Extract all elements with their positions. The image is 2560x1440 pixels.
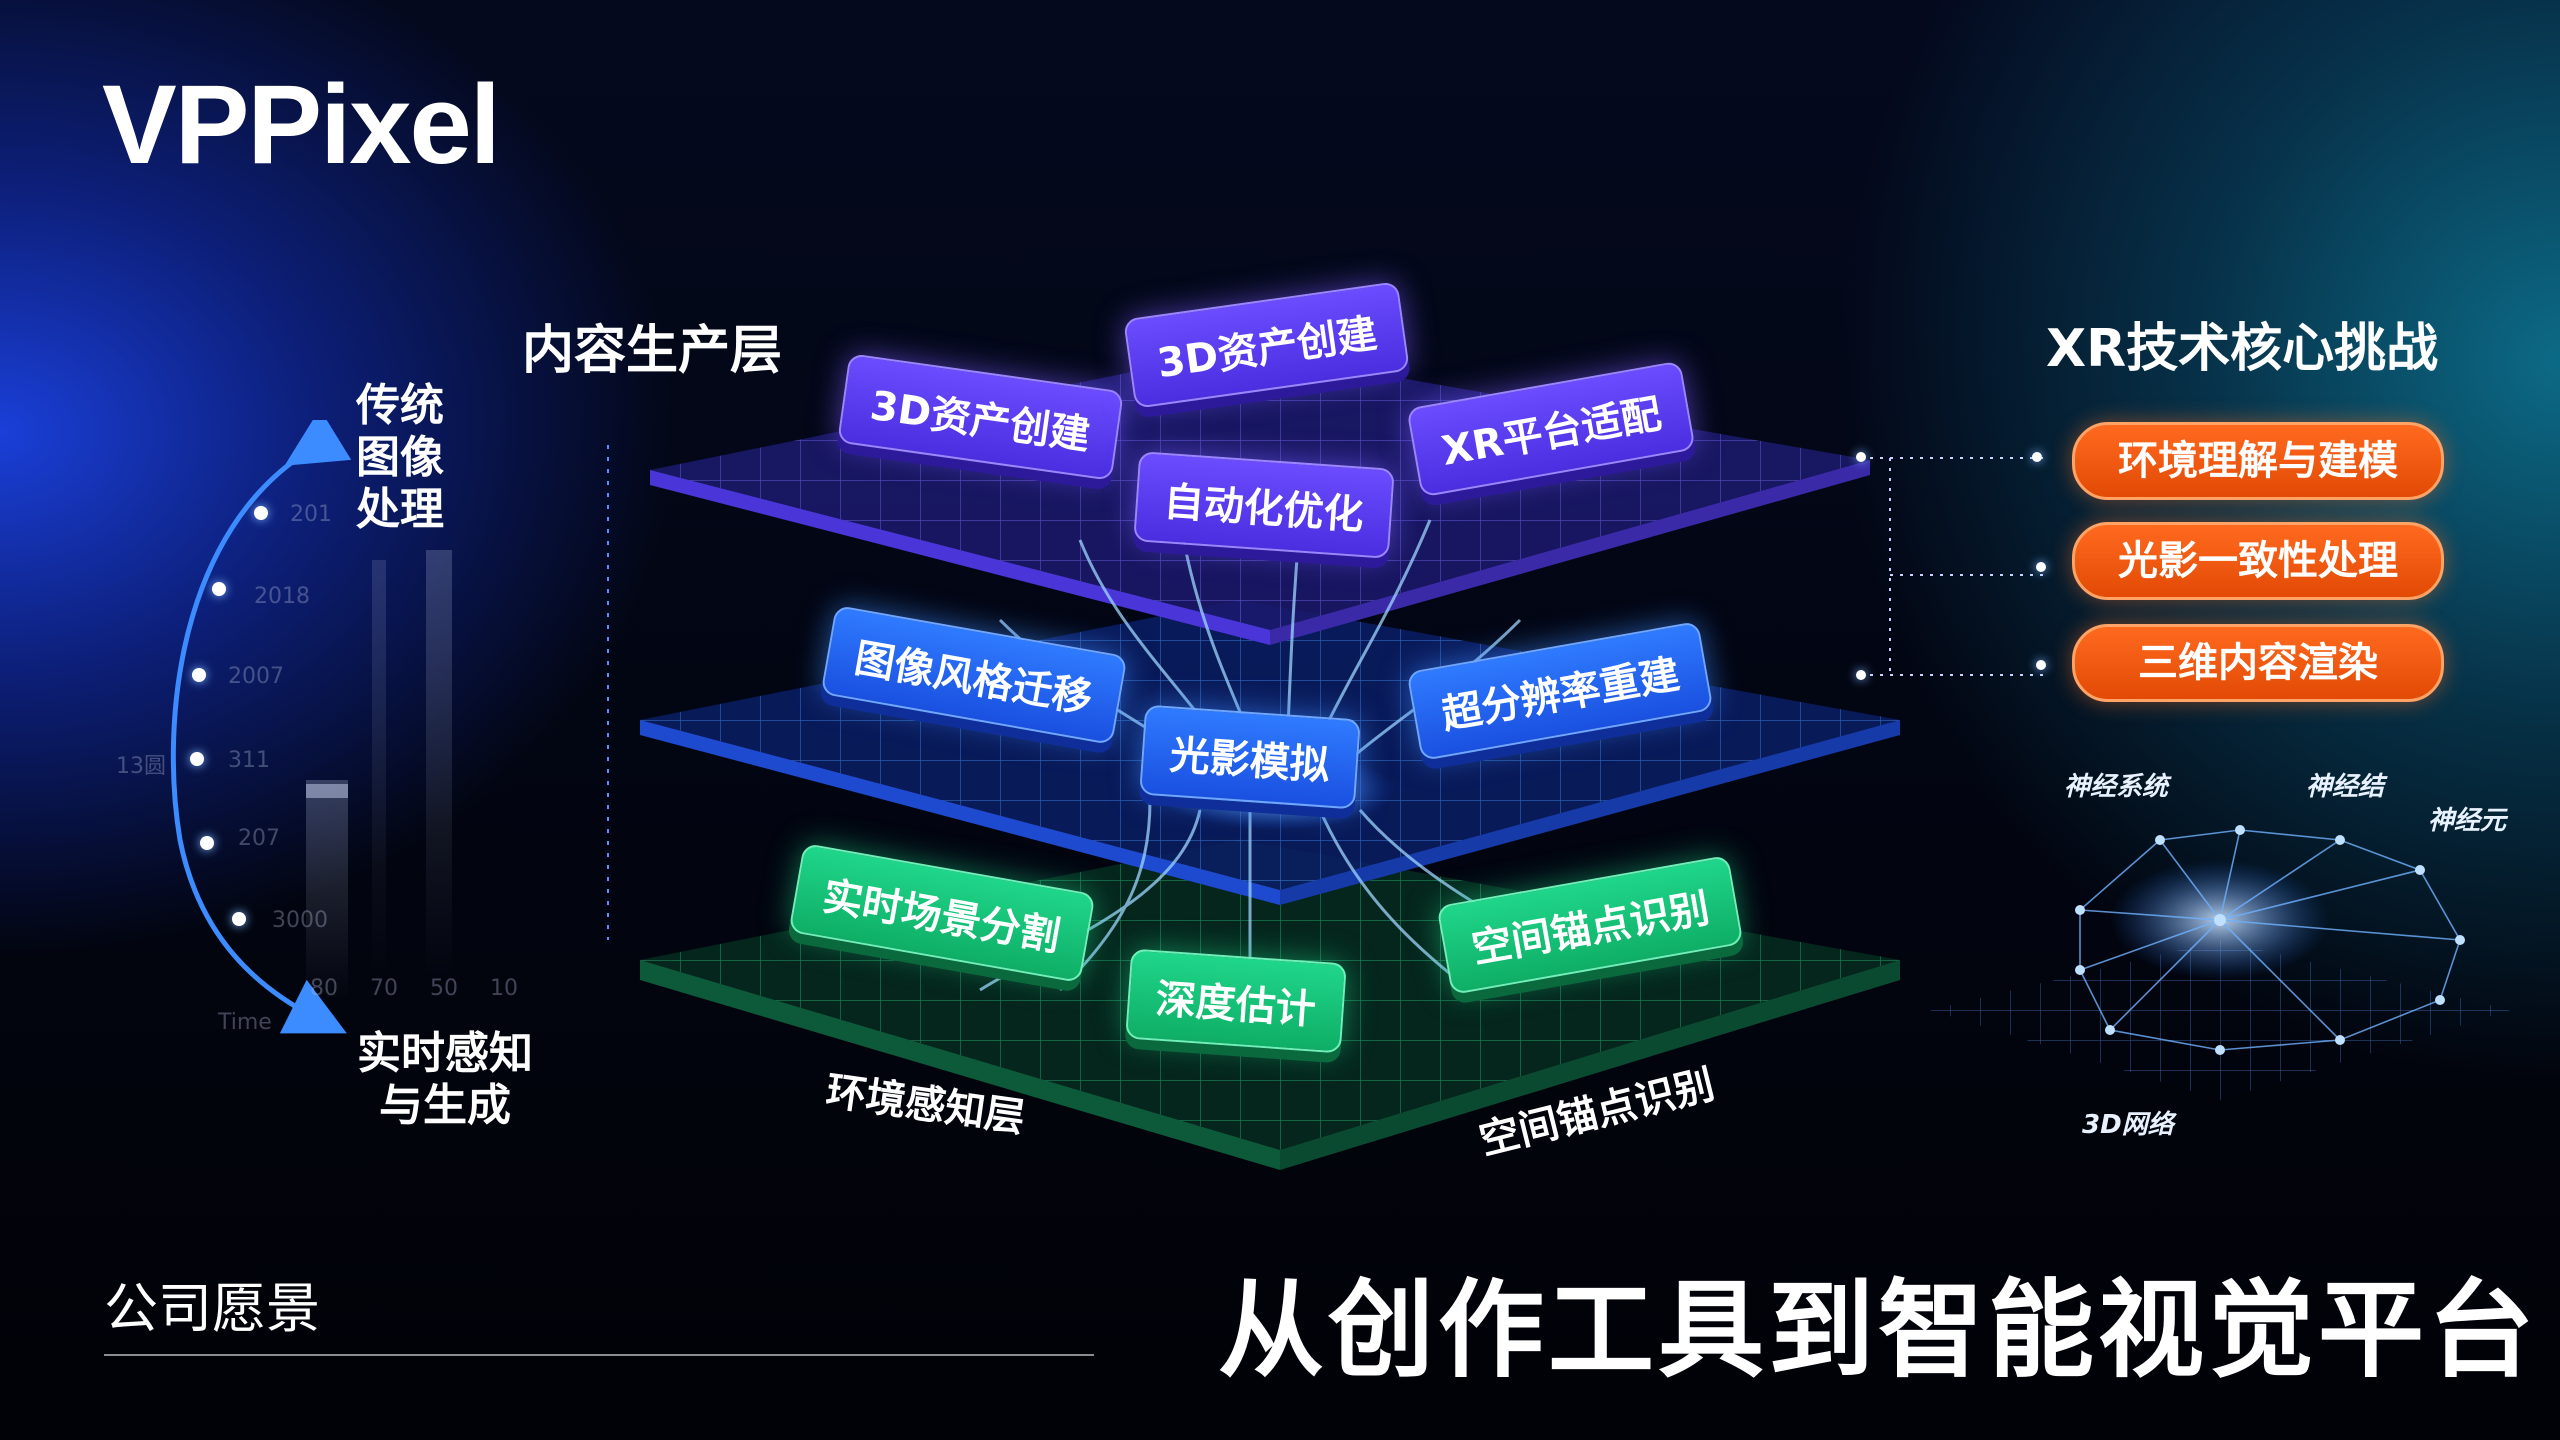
tag-depth-estimation: 深度估计 (1125, 948, 1347, 1054)
tag-automation: 自动化优化 (1133, 451, 1395, 559)
faint-tick: 201 (290, 502, 332, 527)
neural-network-graphic (1930, 825, 2510, 1100)
connector-dot (1856, 670, 1866, 680)
connector-dot (2032, 452, 2042, 462)
timeline-start-label: 传统图像处理 (356, 380, 444, 535)
timeline-dot (200, 836, 214, 850)
challenge-rendering: 三维内容渲染 (2072, 624, 2444, 702)
timeline-dot (192, 668, 206, 682)
tag-light-simulation: 光影模拟 (1139, 704, 1361, 810)
faint-time-label: Time (218, 1010, 272, 1035)
top-layer-heading: 内容生产层 (522, 321, 783, 381)
faint-axis-label: 13圆 (116, 754, 166, 779)
faint-axis-tick: 50 (430, 976, 458, 1001)
challenge-lighting: 光影一致性处理 (2072, 522, 2444, 600)
connector-dot (1856, 452, 1866, 462)
faint-axis-tick: 10 (490, 976, 518, 1001)
faint-bar (306, 780, 348, 1000)
connector-dot (2036, 562, 2046, 572)
faint-axis-tick: 80 (310, 976, 338, 1001)
faint-tick: 2018 (254, 584, 310, 609)
timeline-dot (254, 506, 268, 520)
timeline-dot (232, 912, 246, 926)
challenges-title: XR技术核心挑战 (2046, 319, 2439, 379)
faint-tick: 2007 (228, 664, 284, 689)
timeline-dot (190, 752, 204, 766)
faint-tick: 311 (228, 748, 270, 773)
network-label-ganglion: 神经结 (2306, 772, 2385, 802)
faint-bar (372, 560, 386, 980)
timeline-arc (170, 420, 352, 1034)
connector-dot (2036, 660, 2046, 670)
footer-headline: 从创作工具到智能视觉平台 (1218, 1269, 2538, 1392)
brand-logo: VPPixel (102, 62, 501, 187)
timeline-end-label: 实时感知与生成 (357, 1028, 533, 1131)
faint-tick: 3000 (272, 908, 328, 933)
footer-section-label: 公司愿景 (104, 1277, 320, 1340)
timeline-dot (212, 582, 226, 596)
footer-divider (104, 1354, 1094, 1356)
network-label-system: 神经系统 (2064, 772, 2169, 802)
faint-bar-mark (306, 784, 348, 798)
network-label-neuron: 神经元 (2428, 806, 2507, 836)
faint-tick: 207 (238, 826, 280, 851)
network-label-3d: 3D网络 (2082, 1110, 2174, 1140)
faint-axis-tick: 70 (370, 976, 398, 1001)
faint-bar (426, 550, 452, 980)
challenge-environment: 环境理解与建模 (2072, 422, 2444, 500)
